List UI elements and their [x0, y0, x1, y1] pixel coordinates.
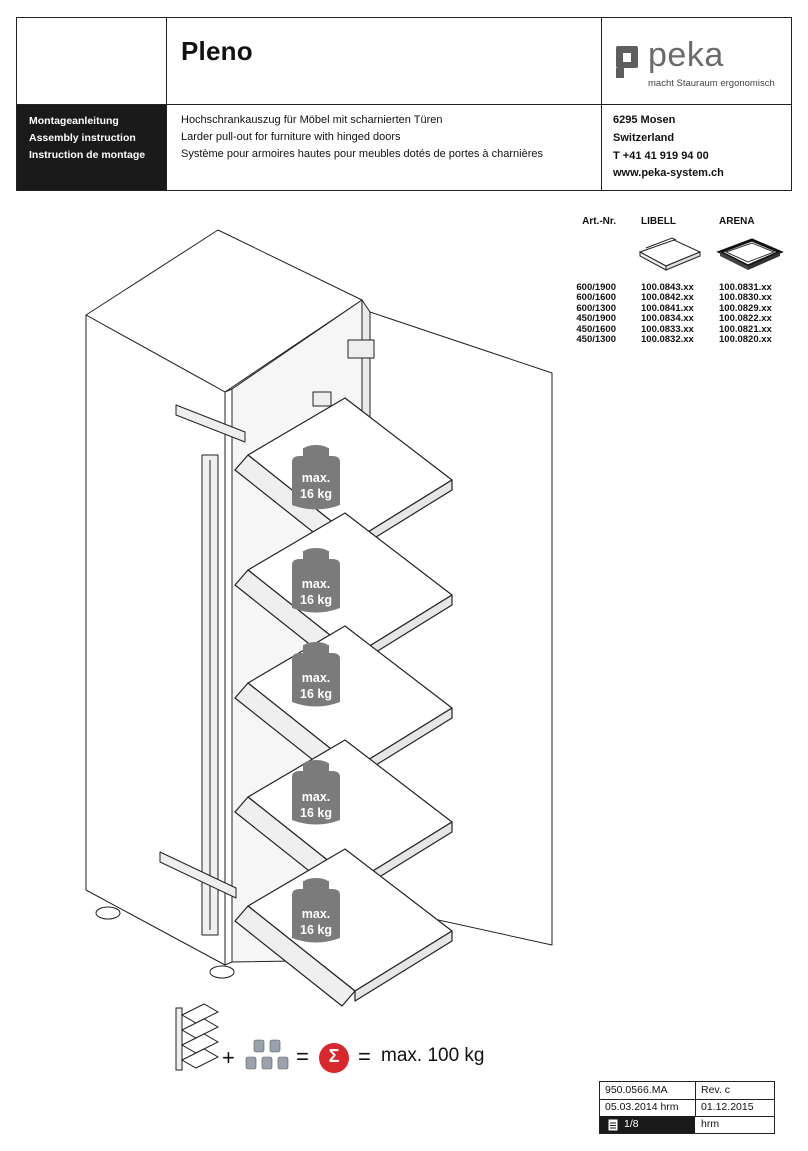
- libell-row: 100.0842.xx: [641, 292, 694, 304]
- weight-3: [292, 642, 340, 707]
- weight-label-kg: 16 kg: [300, 487, 332, 501]
- plus-sign: +: [222, 1045, 235, 1070]
- artnr-row: 450/1900: [576, 313, 616, 325]
- description-en: Larder pull-out for furniture with hinge…: [181, 131, 401, 143]
- total-max-load: max. 100 kg: [381, 1045, 485, 1066]
- equals-sign: =: [296, 1044, 309, 1069]
- weight-label-max: max.: [302, 671, 331, 685]
- artnr-row: 450/1300: [576, 334, 616, 346]
- artnr-row: 600/1300: [576, 302, 616, 314]
- weight-label-max: max.: [302, 790, 331, 804]
- weight-label-max: max.: [302, 577, 331, 591]
- small-weights-icon: [245, 1039, 289, 1070]
- artnr-column: 600/1900 600/1600 600/1300 450/1900 450/…: [570, 282, 616, 346]
- artnr-row: 600/1900: [576, 282, 616, 293]
- weight-5: [292, 878, 340, 943]
- description-fr: Système pour armoires hautes pour meuble…: [181, 148, 543, 160]
- sigma-icon: [319, 1043, 349, 1073]
- page-indicator: 1/8: [600, 1116, 695, 1133]
- weight-4: [292, 760, 340, 825]
- sigma-symbol: Σ: [328, 1046, 340, 1066]
- arena-tray-icon: [716, 238, 784, 270]
- shelf-5: [234, 848, 453, 1007]
- article-header-libell: LIBELL: [641, 216, 676, 227]
- document-number: 950.0566.MA: [605, 1084, 668, 1096]
- date-created: 05.03.2014 hrm: [605, 1101, 679, 1113]
- brand-name: peka: [648, 36, 724, 74]
- libell-row: 100.0833.xx: [641, 323, 694, 335]
- arena-row: 100.0830.xx: [719, 292, 772, 304]
- libell-row: 100.0832.xx: [641, 334, 694, 346]
- doc-type-box: Montageanleitung Assembly instruction In…: [17, 105, 166, 190]
- address-city: 6295 Mosen: [613, 114, 676, 126]
- libell-column: 100.0843.xx 100.0842.xx 100.0841.xx 100.…: [641, 282, 694, 346]
- weights-group: [292, 445, 340, 943]
- page-icon: [608, 1119, 618, 1131]
- company-address: 6295 Mosen Switzerland T +41 41 919 94 0…: [613, 112, 724, 183]
- description-de: Hochschrankauszug für Möbel mit scharnie…: [181, 114, 443, 126]
- weight-label-max: max.: [302, 471, 331, 485]
- artnr-row: 600/1600: [576, 292, 616, 304]
- weight-2: [292, 548, 340, 613]
- weight-label-kg: 16 kg: [300, 687, 332, 701]
- doc-type-fr: Instruction de montage: [29, 149, 146, 161]
- pullout-mini-icon: [175, 1003, 220, 1071]
- header-divider-horizontal: [16, 104, 792, 105]
- weight-label-kg: 16 kg: [300, 923, 332, 937]
- date-revised: 01.12.2015 hrm: [701, 1101, 754, 1130]
- product-descriptions: Hochschrankauszug für Möbel mit scharnie…: [181, 112, 543, 163]
- arena-row: 100.0821.xx: [719, 323, 772, 335]
- artnr-row: 450/1600: [576, 323, 616, 335]
- weight-label-max: max.: [302, 907, 331, 921]
- product-title: Pleno: [181, 36, 253, 66]
- article-header-arena: ARENA: [719, 216, 755, 227]
- address-phone: T +41 41 919 94 00: [613, 149, 709, 162]
- libell-row: 100.0841.xx: [641, 302, 694, 314]
- libell-row: 100.0834.xx: [641, 313, 694, 325]
- doc-type-de: Montageanleitung: [29, 115, 119, 127]
- address-website: www.peka-system.ch: [613, 167, 724, 180]
- libell-tray-icon: [638, 237, 702, 271]
- weight-label-kg: 16 kg: [300, 806, 332, 820]
- address-country: Switzerland: [613, 131, 675, 144]
- arena-row: 100.0831.xx: [719, 282, 772, 293]
- libell-row: 100.0843.xx: [641, 282, 694, 293]
- article-header-artnr: Art.-Nr.: [582, 216, 616, 227]
- weight-1: [292, 445, 340, 510]
- arena-column: 100.0831.xx 100.0830.xx 100.0829.xx 100.…: [719, 282, 772, 346]
- brand-tagline: macht Stauraum ergonomisch: [648, 78, 775, 89]
- arena-row: 100.0820.xx: [719, 334, 772, 346]
- weight-label-kg: 16 kg: [300, 593, 332, 607]
- arena-row: 100.0829.xx: [719, 302, 772, 314]
- arena-row: 100.0822.xx: [719, 313, 772, 325]
- doc-type-en: Assembly instruction: [29, 132, 136, 144]
- page-number: 1/8: [624, 1118, 639, 1130]
- equals-sign-2: =: [358, 1044, 371, 1069]
- header-divider-right: [601, 17, 602, 191]
- revision: Rev. c: [701, 1084, 730, 1096]
- peka-logo-icon: [616, 46, 638, 78]
- header-divider-left: [166, 17, 167, 191]
